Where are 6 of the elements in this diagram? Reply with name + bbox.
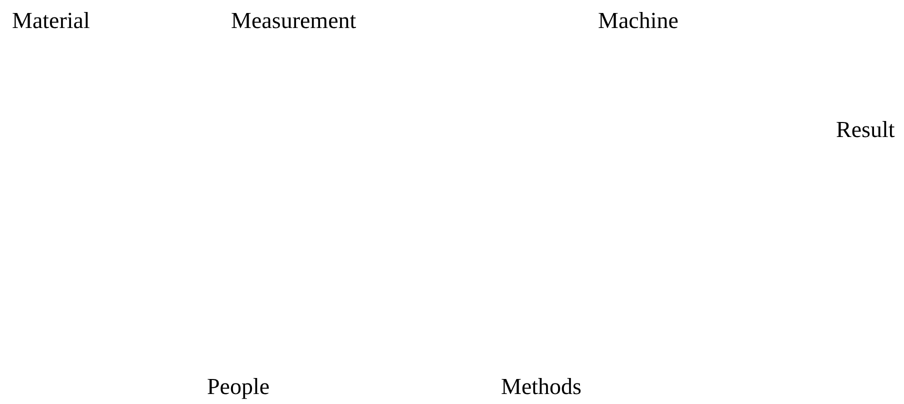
category-label: People xyxy=(207,374,270,400)
category-label: Machine xyxy=(598,8,678,34)
category-label: Result xyxy=(836,117,895,144)
category-label: Methods xyxy=(501,374,582,400)
category-label: Measurement xyxy=(231,8,356,34)
category-label: Material xyxy=(12,8,90,34)
